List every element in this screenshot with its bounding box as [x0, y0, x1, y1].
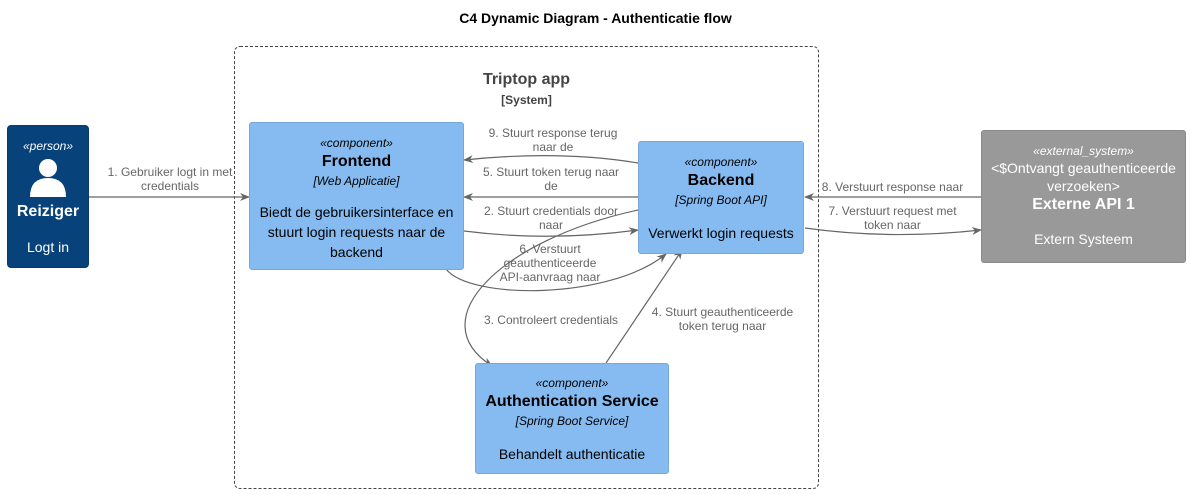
external-stereotype: «external_system»	[1033, 144, 1134, 158]
boundary-type: [System]	[501, 93, 552, 107]
external-name: Externe API 1	[1032, 196, 1135, 213]
edge-3-line	[464, 209, 639, 367]
boundary-name: Triptop app	[482, 71, 571, 88]
frontend-description: Biedt de gebruikersinterface en stuurt l…	[259, 204, 454, 260]
edge-8-label: 8. Verstuurt response naar	[821, 180, 964, 194]
backend-description: Verwerkt login requests	[648, 225, 794, 241]
external-description: Extern Systeem	[1034, 231, 1133, 247]
auth-name: Authentication Service	[485, 393, 659, 410]
backend-name: Backend	[687, 172, 755, 189]
person-description: Logt in	[26, 239, 70, 255]
person-reiziger[interactable]: «person» Reiziger Logt in	[7, 125, 89, 268]
edge-9-line	[463, 155, 639, 164]
backend-tech: [Spring Boot API]	[675, 193, 767, 207]
frontend-stereotype: «component»	[320, 136, 393, 150]
component-authentication-service[interactable]: «component» Authentication Service [Spri…	[475, 363, 669, 474]
person-name: Reiziger	[16, 203, 80, 220]
edge-4-line	[605, 249, 683, 364]
external-system-api[interactable]: «external_system» <$Ontvangt geauthentic…	[981, 130, 1186, 263]
external-subtitle: <$Ontvangt geauthenticeerde verzoeken>	[991, 160, 1176, 194]
frontend-tech: [Web Applicatie]	[313, 174, 400, 188]
auth-tech: [Spring Boot Service]	[515, 414, 629, 428]
component-backend[interactable]: «component» Backend [Spring Boot API] Ve…	[638, 141, 804, 254]
diagram-title: C4 Dynamic Diagram - Authenticatie flow	[459, 10, 732, 26]
system-boundary	[234, 46, 819, 489]
person-stereotype: «person»	[22, 139, 74, 153]
edge-7-line	[804, 227, 982, 236]
auth-description: Behandelt authenticatie	[498, 446, 646, 462]
edge-2-line	[463, 227, 639, 237]
person-icon	[30, 159, 66, 197]
edge-3-label: 3. Controleert credentials	[483, 313, 619, 327]
backend-stereotype: «component»	[684, 155, 758, 169]
component-frontend[interactable]: «component» Frontend [Web Applicatie] Bi…	[249, 122, 464, 270]
auth-stereotype: «component»	[535, 376, 609, 390]
frontend-name: Frontend	[321, 153, 392, 170]
edge-6-line	[445, 253, 667, 292]
